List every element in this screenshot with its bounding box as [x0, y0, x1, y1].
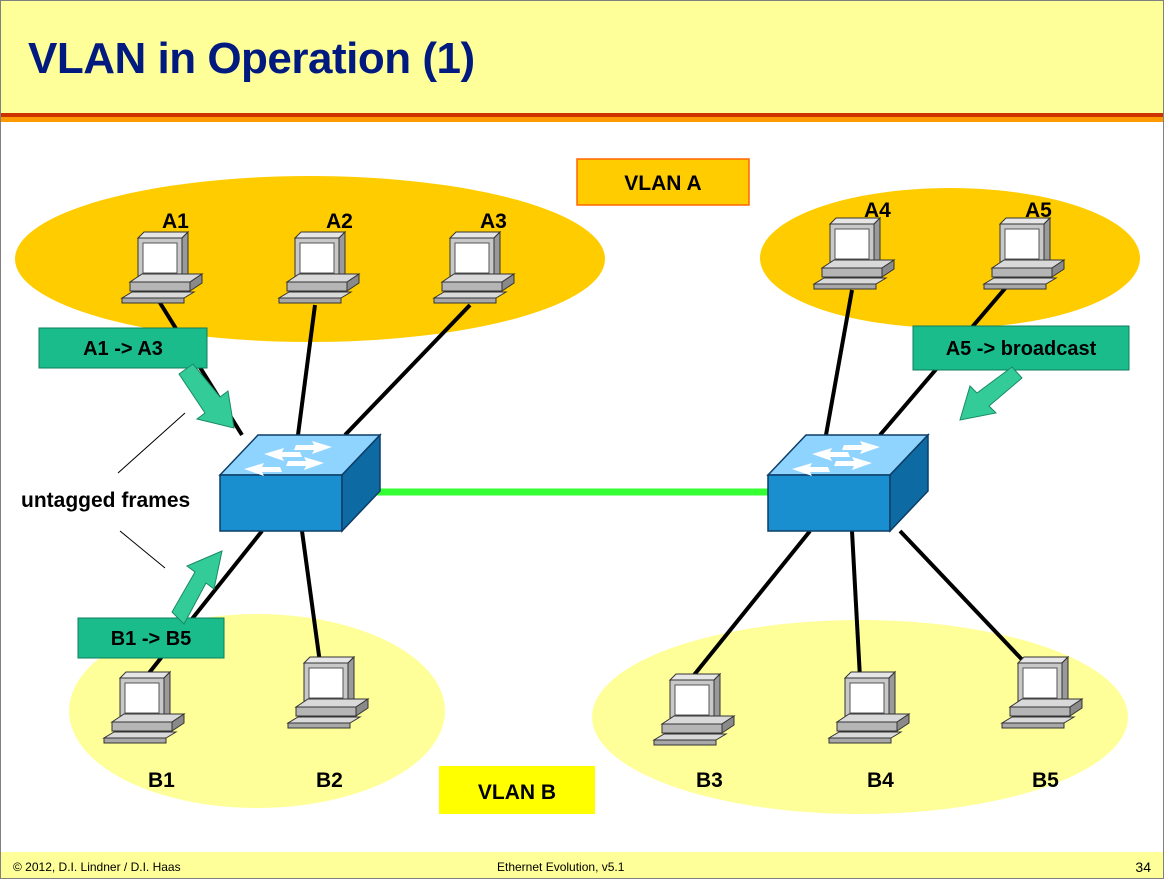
link-switch2-b5: [898, 529, 1032, 670]
link-a3-switch1: [343, 303, 472, 437]
switch-left-icon: [219, 434, 381, 532]
callout-a1-a3-box: [38, 327, 208, 369]
host-label-a3: A3: [480, 210, 507, 233]
footer-bar: © 2012, D.I. Lindner / D.I. Haas Etherne…: [0, 852, 1164, 879]
footer-copyright: © 2012, D.I. Lindner / D.I. Haas: [13, 860, 181, 874]
title-bar: [0, 0, 1164, 113]
untagged-pointer-bottom: [119, 530, 166, 569]
arrow-broadcast-icon: [959, 366, 1023, 421]
footer-course: Ethernet Evolution, v5.1: [497, 860, 625, 874]
host-label-a4: A4: [864, 199, 891, 222]
title-divider-red: [0, 113, 1164, 117]
vlan-a-label: VLAN A: [624, 172, 701, 195]
vlan-b-label: VLAN B: [478, 781, 556, 804]
link-switch2-b4: [850, 530, 862, 679]
arrow-b1-b5-icon: [171, 550, 223, 625]
link-switch1-b2: [300, 530, 322, 664]
callout-a1-a3: A1 -> A3: [83, 338, 163, 360]
vlan-b-label-box: [439, 766, 595, 814]
host-label-b2: B2: [316, 769, 343, 792]
callout-a5-broadcast-box: [912, 325, 1130, 371]
slide-title: VLAN in Operation (1): [28, 34, 475, 83]
host-label-b5: B5: [1032, 769, 1059, 792]
untagged-pointer-top: [117, 412, 186, 474]
host-label-b1: B1: [148, 769, 175, 792]
vlan-a-zone-right: [760, 188, 1140, 328]
footer-page-number: 34: [1135, 859, 1151, 875]
untagged-frames-label: untagged frames: [21, 489, 190, 512]
host-label-a5: A5: [1025, 199, 1052, 222]
switch-right-icon: [767, 434, 929, 532]
host-label-b3: B3: [696, 769, 723, 792]
link-switch2-b3: [688, 529, 812, 682]
callout-a5-broadcast: A5 -> broadcast: [946, 338, 1097, 360]
link-a4-switch2: [824, 289, 854, 436]
title-divider-orange: [0, 117, 1164, 122]
host-label-a1: A1: [162, 210, 189, 233]
arrow-a1-a3-icon: [178, 363, 235, 429]
callout-b1-b5-box: [77, 617, 225, 659]
link-a2-switch1: [296, 304, 317, 436]
host-label-b4: B4: [867, 769, 894, 792]
host-label-a2: A2: [326, 210, 353, 233]
vlan-a-label-box: [576, 158, 750, 206]
callout-b1-b5: B1 -> B5: [111, 628, 192, 650]
